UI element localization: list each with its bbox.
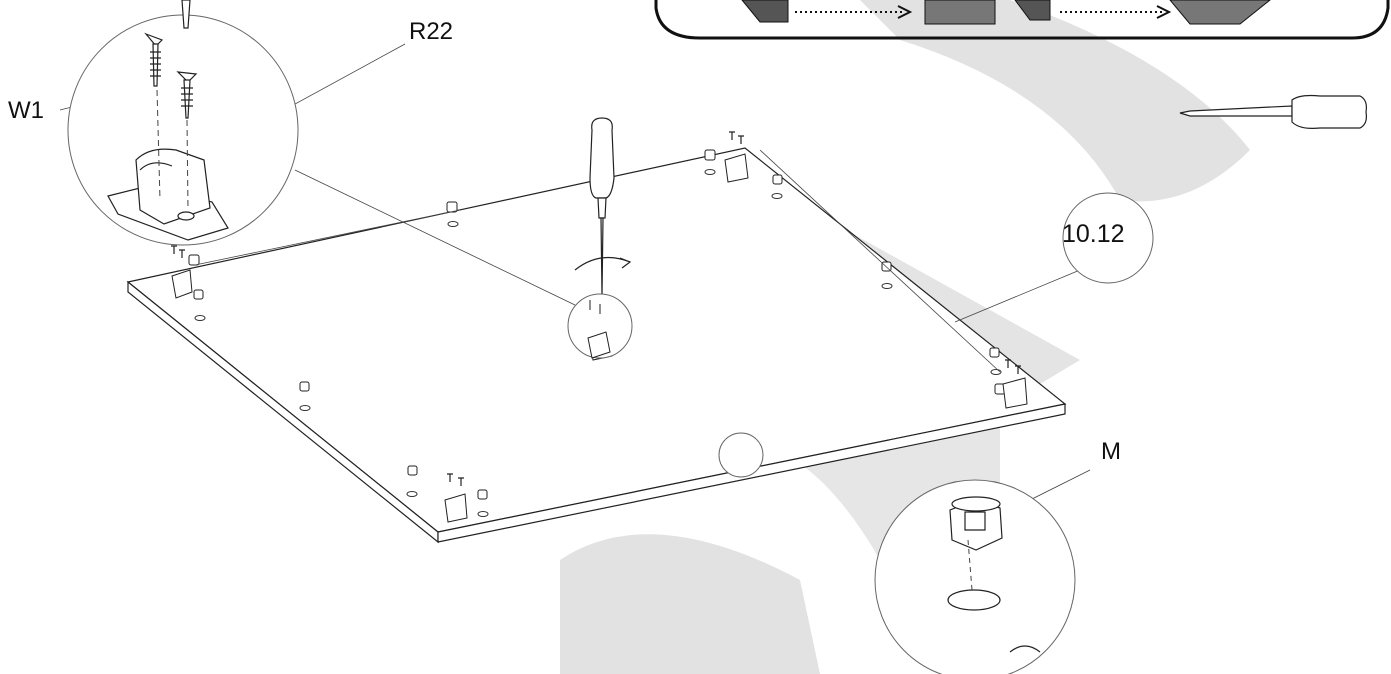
screw-icon (144, 0, 198, 119)
hinge-bracket-icon (587, 300, 611, 359)
detail-hinge (107, 148, 229, 241)
detail-circle-center (567, 293, 633, 359)
detail-circle-part (1062, 192, 1154, 284)
cam-lock-icon (947, 496, 1041, 653)
callout-box (654, 0, 1390, 40)
detail-circle-m (874, 479, 1076, 674)
label-r22: R22 (409, 18, 454, 45)
screwdriver-icon (1179, 94, 1367, 129)
detail-circle-small (718, 432, 764, 478)
part-number-label: 10.12 (1062, 220, 1125, 248)
screwdriver-icon (574, 117, 632, 297)
detail-dashed (156, 89, 189, 211)
holes (194, 169, 1002, 517)
label-m: M (1101, 438, 1121, 465)
label-w1: W1 (8, 97, 44, 124)
callout-blocks (741, 0, 1271, 25)
